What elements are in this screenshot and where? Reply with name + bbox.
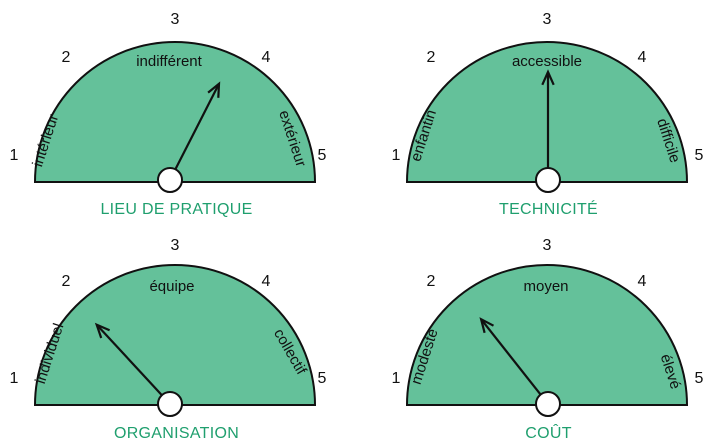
scale-label-2: 2 [62, 49, 71, 66]
scale-label-5: 5 [695, 370, 704, 387]
needle-pivot [157, 167, 183, 193]
scale-label-1: 1 [10, 147, 19, 164]
gauge-cout: 1 2 3 4 5 modeste moyen élevé COÛT [372, 223, 706, 445]
gauge-label-mid: indifférent [136, 53, 202, 70]
scale-label-4: 4 [638, 49, 647, 66]
needle-arrowhead [207, 81, 221, 98]
scale-label-2: 2 [427, 49, 436, 66]
scale-label-3: 3 [543, 237, 552, 254]
gauge-dial: 1 2 3 4 5 enfantin accessible difficile [392, 11, 704, 193]
scale-label-4: 4 [638, 273, 647, 290]
gauge-lieu-de-pratique: 1 2 3 4 5 intérieur indifférent extérieu… [0, 0, 353, 222]
needle-arrowhead [94, 322, 111, 339]
gauge-label-mid: accessible [512, 53, 582, 70]
needle-pivot [157, 391, 183, 417]
scale-label-4: 4 [262, 49, 271, 66]
gauge-title: COÛT [525, 425, 572, 442]
gauge-needle [541, 69, 555, 168]
gauge-label-mid: moyen [523, 278, 568, 295]
scale-label-2: 2 [427, 273, 436, 290]
needle-shaft [174, 83, 220, 170]
needle-arrowhead [541, 69, 555, 86]
scale-label-1: 1 [10, 370, 19, 387]
gauge-dial: 1 2 3 4 5 modeste moyen élevé [392, 237, 704, 417]
gauge-technicite: 1 2 3 4 5 enfantin accessible difficile … [372, 0, 706, 222]
scale-label-5: 5 [318, 370, 327, 387]
needle-arrowhead [479, 317, 495, 334]
needle-pivot [535, 167, 561, 193]
gauge-title: ORGANISATION [113, 425, 240, 442]
gauge-semicircle [405, 264, 689, 406]
needle-shaft [480, 318, 542, 396]
scale-label-2: 2 [62, 273, 71, 290]
gauge-needle [479, 317, 542, 396]
gauge-title: LIEU DE PRATIQUE [100, 201, 253, 218]
gauge-needle [174, 81, 221, 170]
scale-label-1: 1 [392, 370, 401, 387]
scale-label-3: 3 [543, 11, 552, 28]
scale-label-1: 1 [392, 147, 401, 164]
gauge-semicircle [33, 41, 317, 183]
gauge-dial: 1 2 3 4 5 intérieur indifférent extérieu… [10, 11, 327, 193]
needle-shaft [95, 323, 163, 396]
scale-label-4: 4 [262, 273, 271, 290]
gauge-dial: 1 2 3 4 5 individuel équipe collectif [10, 237, 327, 417]
gauge-semicircle [33, 264, 317, 406]
gauge-organisation: 1 2 3 4 5 individuel équipe collectif OR… [0, 223, 353, 445]
gauge-needle [94, 322, 163, 396]
scale-label-5: 5 [695, 147, 704, 164]
scale-label-3: 3 [171, 11, 180, 28]
scale-label-3: 3 [171, 237, 180, 254]
gauge-title: TECHNICITÉ [499, 201, 598, 218]
scale-label-5: 5 [318, 147, 327, 164]
needle-pivot [535, 391, 561, 417]
gauge-label-mid: équipe [149, 278, 194, 295]
